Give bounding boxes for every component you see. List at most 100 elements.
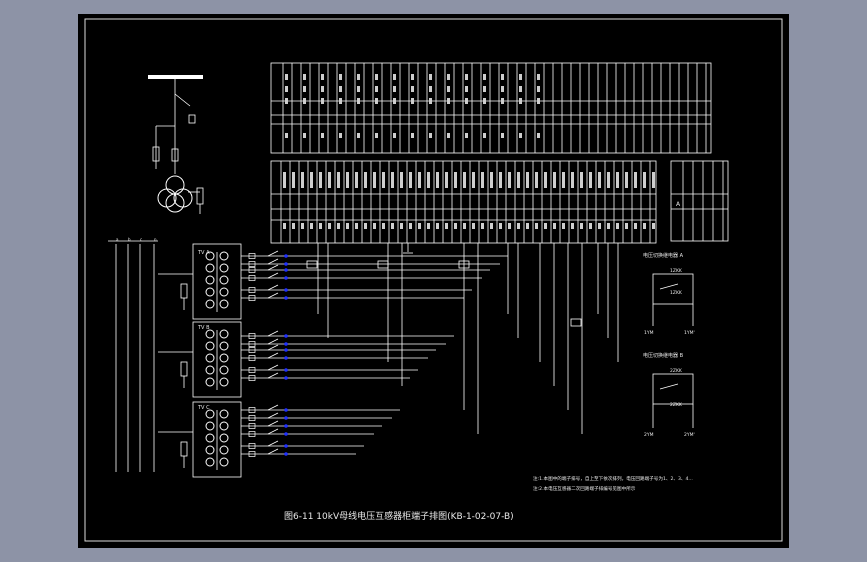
switch-contact bbox=[267, 272, 279, 279]
terminal-marking bbox=[501, 74, 504, 80]
terminal-marking bbox=[501, 98, 504, 104]
terminal-dot bbox=[284, 342, 288, 346]
terminal-marking bbox=[373, 172, 376, 188]
drawing-caption: 图6-11 10kV母线电压互感器柜端子排图(KB-1-02-07-B) bbox=[284, 510, 514, 522]
terminal-marking bbox=[409, 223, 412, 229]
pt-coil bbox=[219, 329, 229, 339]
terminal-marking bbox=[303, 133, 306, 138]
terminal-marking bbox=[337, 172, 340, 188]
terminal-square bbox=[248, 355, 256, 361]
terminal-marking bbox=[339, 86, 342, 92]
terminal-marking bbox=[393, 74, 396, 80]
switch-contact bbox=[267, 364, 279, 371]
terminal-marking bbox=[303, 86, 306, 92]
terminal-marking bbox=[400, 172, 403, 188]
terminal-marking bbox=[481, 172, 484, 188]
terminal-marking bbox=[526, 172, 529, 188]
terminal-marking bbox=[463, 172, 466, 188]
switch-contact bbox=[267, 344, 279, 351]
terminal-marking bbox=[346, 223, 349, 229]
terminal-dot bbox=[284, 356, 288, 360]
pt-coil bbox=[219, 275, 229, 285]
single-line-diagram bbox=[148, 75, 204, 214]
terminal-square bbox=[248, 267, 256, 273]
pt-coil bbox=[205, 433, 215, 443]
terminal-marking bbox=[429, 98, 432, 104]
switch-contact bbox=[267, 292, 279, 299]
terminal-marking bbox=[357, 86, 360, 92]
terminal-marking bbox=[375, 98, 378, 104]
pt-label-c: TV C bbox=[197, 405, 210, 411]
terminal-marking bbox=[411, 86, 414, 92]
terminal-dot bbox=[284, 268, 288, 272]
terminal-block-table-side: A bbox=[670, 160, 729, 242]
terminal-marking bbox=[519, 86, 522, 92]
switch-contact bbox=[267, 440, 279, 447]
terminal-marking bbox=[346, 172, 349, 188]
terminal-marking bbox=[526, 223, 529, 229]
switch-contact bbox=[267, 448, 279, 455]
terminal-marking bbox=[285, 74, 288, 80]
terminal-marking bbox=[427, 172, 430, 188]
relay-contact-frame bbox=[652, 273, 694, 305]
terminal-marking bbox=[355, 223, 358, 229]
relay-contact-groups: 电压切换继电器 A 1ZKK 1ZKK 1YM 1YM' 电压切换继电器 B 2… bbox=[643, 252, 695, 438]
terminal-marking bbox=[517, 223, 520, 229]
side-table-outline bbox=[670, 160, 729, 242]
pt-coil bbox=[205, 251, 215, 261]
terminal-dot bbox=[284, 368, 288, 372]
terminal-marking bbox=[625, 223, 628, 229]
terminal-marking bbox=[465, 74, 468, 80]
terminal-marking bbox=[283, 172, 286, 188]
phase-label-c: c bbox=[140, 237, 142, 242]
terminal-marking bbox=[607, 172, 610, 188]
terminal-marking bbox=[580, 172, 583, 188]
terminal-marking bbox=[411, 98, 414, 104]
pt-coil bbox=[205, 353, 215, 363]
terminal-marking bbox=[292, 172, 295, 188]
terminal-square bbox=[248, 367, 256, 373]
terminal-square bbox=[248, 275, 256, 281]
relay-group-b-top: 2ZKK bbox=[670, 368, 683, 374]
drawing-frame bbox=[84, 18, 783, 542]
terminal-dot bbox=[284, 376, 288, 380]
side-block-label: A bbox=[676, 201, 681, 208]
pt-coil bbox=[219, 287, 229, 297]
terminal-marking bbox=[607, 223, 610, 229]
terminal-marking bbox=[652, 223, 655, 229]
terminal-marking bbox=[571, 172, 574, 188]
terminal-marking bbox=[310, 223, 313, 229]
pt-coil bbox=[219, 409, 229, 419]
terminal-marking bbox=[445, 172, 448, 188]
terminal-marking bbox=[483, 86, 486, 92]
terminal-marking bbox=[285, 133, 288, 138]
pt-coil bbox=[205, 287, 215, 297]
pt-coil bbox=[205, 341, 215, 351]
voltage-transformer-wiring: TV A TV B TV C a b c n bbox=[108, 237, 619, 478]
terminal-marking bbox=[355, 172, 358, 188]
terminal-marking bbox=[382, 223, 385, 229]
pt-cabinet bbox=[192, 401, 242, 478]
schematic-drawing: A TV A TV B TV C a b c n 电压切换继电器 A 1ZKK … bbox=[84, 18, 783, 542]
link-block bbox=[377, 260, 389, 269]
terminal-marking bbox=[321, 133, 324, 138]
relay-group-a-title: 电压切换继电器 A bbox=[643, 252, 684, 259]
pt-fuse bbox=[180, 361, 188, 377]
busbar bbox=[148, 75, 203, 79]
terminal-marking bbox=[454, 223, 457, 229]
relay-contact bbox=[659, 283, 679, 290]
terminal-square bbox=[248, 261, 256, 267]
terminal-square bbox=[248, 407, 256, 413]
damping-resistor bbox=[196, 187, 204, 205]
terminal-marking bbox=[465, 133, 468, 138]
terminal-marking bbox=[598, 223, 601, 229]
terminal-square bbox=[248, 443, 256, 449]
pt-cabinet bbox=[192, 321, 242, 398]
terminal-marking bbox=[285, 98, 288, 104]
terminal-marking bbox=[411, 133, 414, 138]
terminal-marking bbox=[301, 172, 304, 188]
switch-contact bbox=[267, 258, 279, 265]
terminal-marking bbox=[634, 172, 637, 188]
transformer-winding bbox=[165, 193, 185, 213]
terminal-marking bbox=[373, 223, 376, 229]
